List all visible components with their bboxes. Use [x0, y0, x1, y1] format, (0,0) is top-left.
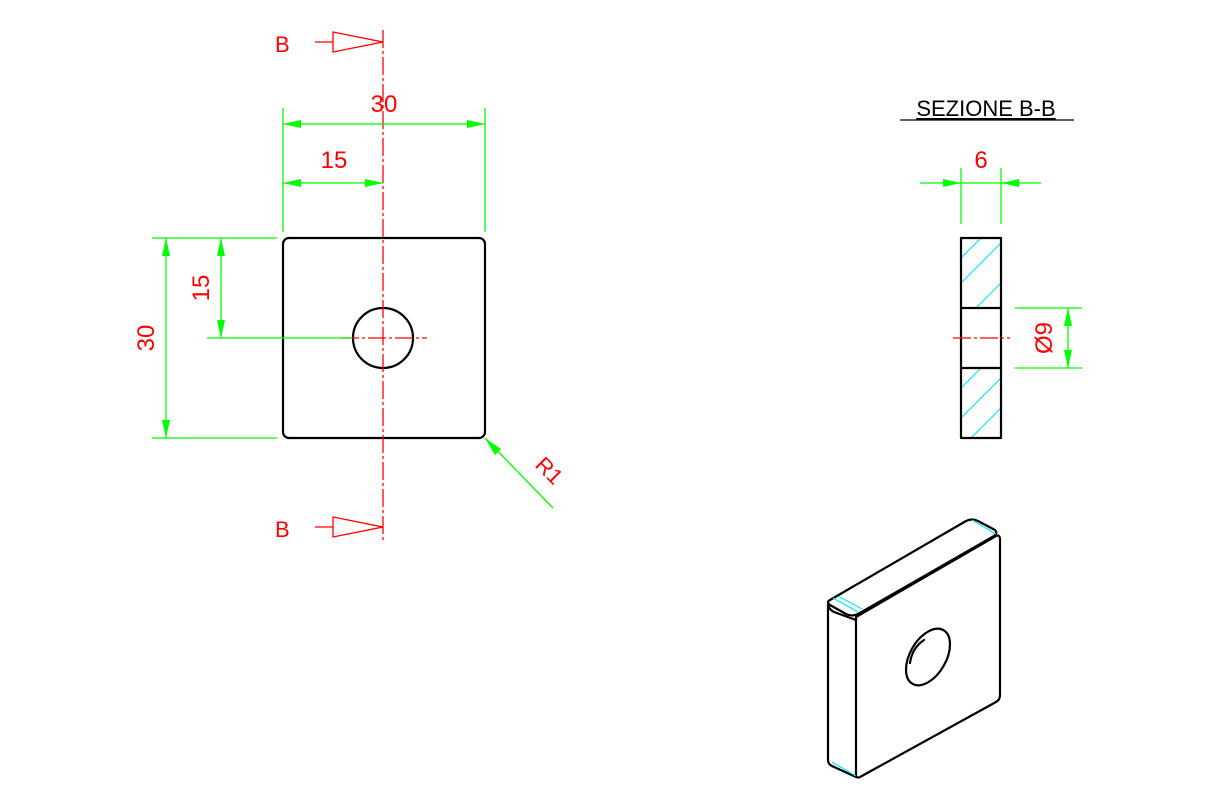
dimension-thickness: 6 [920, 147, 1041, 224]
tangent-edge [832, 597, 859, 613]
hatch-lower [961, 368, 1001, 438]
dimension-label: 6 [974, 147, 987, 174]
section-arrow-head [332, 516, 384, 538]
isometric-view [826, 518, 1002, 779]
dimension-label: 30 [133, 325, 160, 352]
dimension-hole-diameter: Ø9 [1015, 307, 1082, 369]
iso-hole-inner-edge [908, 638, 926, 665]
dimension-label: Ø9 [1031, 322, 1058, 354]
tangent-edge [831, 761, 857, 777]
section-marker-top: B [275, 31, 384, 57]
section-marker-label: B [275, 517, 290, 542]
dimension-corner-radius: R1 [484, 437, 568, 509]
section-marker-label: B [275, 32, 290, 57]
dimension-label: 30 [371, 91, 398, 118]
dimension-label: R1 [530, 452, 568, 490]
dimension-width-half: 15 [283, 147, 383, 187]
top-face [826, 518, 998, 617]
dimension-label: 15 [188, 275, 215, 302]
dimension-height-half: 15 [188, 238, 352, 339]
tangent-edge [837, 595, 863, 610]
section-title: SEZIONE B-B [916, 96, 1055, 121]
side-face [826, 601, 858, 779]
hatch-upper [961, 238, 1001, 308]
tangent-edge [971, 519, 997, 535]
dimension-height-overall: 30 [133, 237, 277, 439]
dimension-width-overall: 30 [282, 91, 486, 232]
section-marker-bottom: B [275, 516, 384, 542]
dimension-label: 15 [321, 147, 348, 174]
section-view: SEZIONE B-B [900, 96, 1074, 440]
section-arrow-head [332, 31, 384, 53]
iso-hole [904, 627, 952, 687]
